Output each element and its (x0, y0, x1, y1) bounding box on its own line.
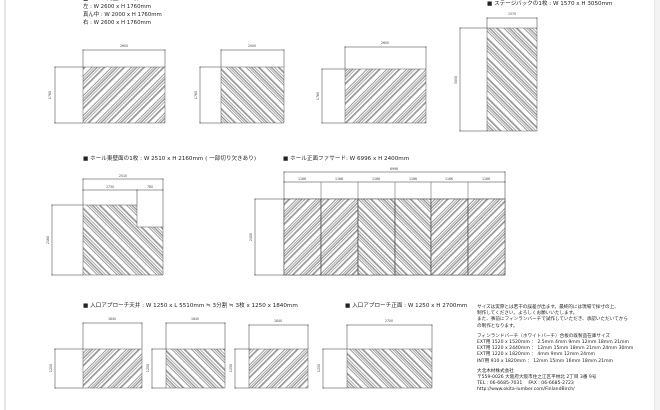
approach-ceiling-title: ■ 入口アプローチ天井 : W 1250 x L 5510mm ≒ 3分割 ≒ … (83, 303, 298, 309)
dim-wall-left-width: 2600 (119, 44, 129, 48)
stage-back-title: ■ ステージバックの1枚 : W 1570 x H 3050mm (487, 1, 613, 7)
dim-facade-seg: 1166 (408, 177, 418, 181)
dim-ceiling1-height: 1250 (49, 363, 53, 373)
approach-front-title: ■ 入口アプローチ正面 : W 1250 x H 2700mm (345, 303, 468, 309)
page-left-edge (4, 0, 6, 410)
dim-ceiling3-width: 1840 (273, 319, 283, 323)
dim-ceiling2-width: 1840 (190, 317, 200, 321)
dim-east-total: 2510 (118, 174, 128, 178)
dim-facade-seg: 1166 (481, 177, 491, 181)
dim-front-height: 1250 (317, 363, 321, 373)
company-address: 〒559-0026 大阪府大阪市住之江区平林北 2丁目 3番 9号 (477, 375, 597, 381)
page-right-scroll-edge (654, 0, 660, 410)
dim-wall-right-width: 2600 (380, 41, 390, 45)
note-line: また、事前にフィンランバーチで試作していただき、承認いただいてから (477, 317, 628, 323)
note-line: サイズは実際とは若干の誤差が出ます。最終的には現場で採寸の上、 (477, 305, 619, 310)
dim-wall-left-height: 1760 (48, 90, 52, 100)
dim-facade-total: 6996 (389, 167, 399, 171)
dim-ceiling1-width: 1840 (107, 317, 117, 321)
wall-middle-size: 真ん中 : W 2000 x H 1760mm (83, 12, 162, 18)
dim-facade-seg: 1166 (297, 177, 307, 181)
stock-line: EXT用 1220 x 1820mm ： 4mm 9mm 12mm 24mm (477, 352, 596, 358)
dim-stage-height: 3050 (454, 75, 458, 85)
wall-set-title: ■ ホール両壁面の3枚 (83, 0, 138, 3)
dim-facade-seg: 1166 (371, 177, 381, 181)
stock-line: EXT用 1520 x 1520mm ： 2.5mm 4mm 9mm 12mm … (477, 340, 629, 346)
company-tel-fax: TEL : 06-6685-7031 FAX : 06-6685-2723 (477, 381, 574, 387)
stock-line: EXT用 1220 x 2440mm ： 12mm 15mm 18mm 21mm… (477, 346, 634, 352)
wall-right-size: 右 : W 2600 x H 1760mm (83, 20, 152, 26)
company-name: 大北木材株式会社 (477, 368, 514, 374)
dim-wall-right-height: 1760 (316, 91, 320, 101)
dim-facade-seg: 1166 (334, 177, 344, 181)
wall-left-size: 左 : W 2600 x H 1760mm (83, 4, 152, 10)
notes-block: サイズは実際とは若干の誤差が出ます。最終的には現場で採寸の上、 制作してください… (477, 305, 633, 394)
dim-stage-width: 1570 (507, 12, 517, 16)
dim-wall-middle-width: 2000 (247, 44, 257, 48)
dim-front-width: 2700 (384, 319, 394, 323)
dim-wall-middle-height: 1760 (194, 90, 198, 100)
stock-line: INT用 910 x 1820mm ： 12mm 15mm 16mm 18mm … (477, 358, 614, 364)
dim-facade-height: 2400 (249, 232, 253, 242)
company-url[interactable]: http://www.okita-lumber.com/FinlandBirch… (477, 387, 575, 393)
facade-title: ■ ホール正面ファサード: W 6996 x H 2400mm (283, 156, 410, 162)
dim-ceiling3-height: 1250 (229, 363, 233, 373)
dim-east-seg1: 1730 (105, 185, 115, 189)
dim-east-seg2: 780 (146, 185, 154, 189)
dim-facade-seg: 1166 (444, 177, 454, 181)
east-wall-title: ■ ホール東壁面の1枚 : W 2510 x H 2160mm ( 一部切り欠き… (83, 156, 257, 162)
note-line: 制作してください。よろしくお願いいたします。 (477, 311, 578, 317)
stock-title: フィンランドバーチ（ホワイトバーチ）合板の既製品在庫サイズ (477, 333, 610, 339)
dim-east-height: 2160 (46, 235, 50, 245)
dim-ceiling2-height: 1250 (146, 363, 150, 373)
note-line: の制作となります。 (477, 323, 518, 329)
